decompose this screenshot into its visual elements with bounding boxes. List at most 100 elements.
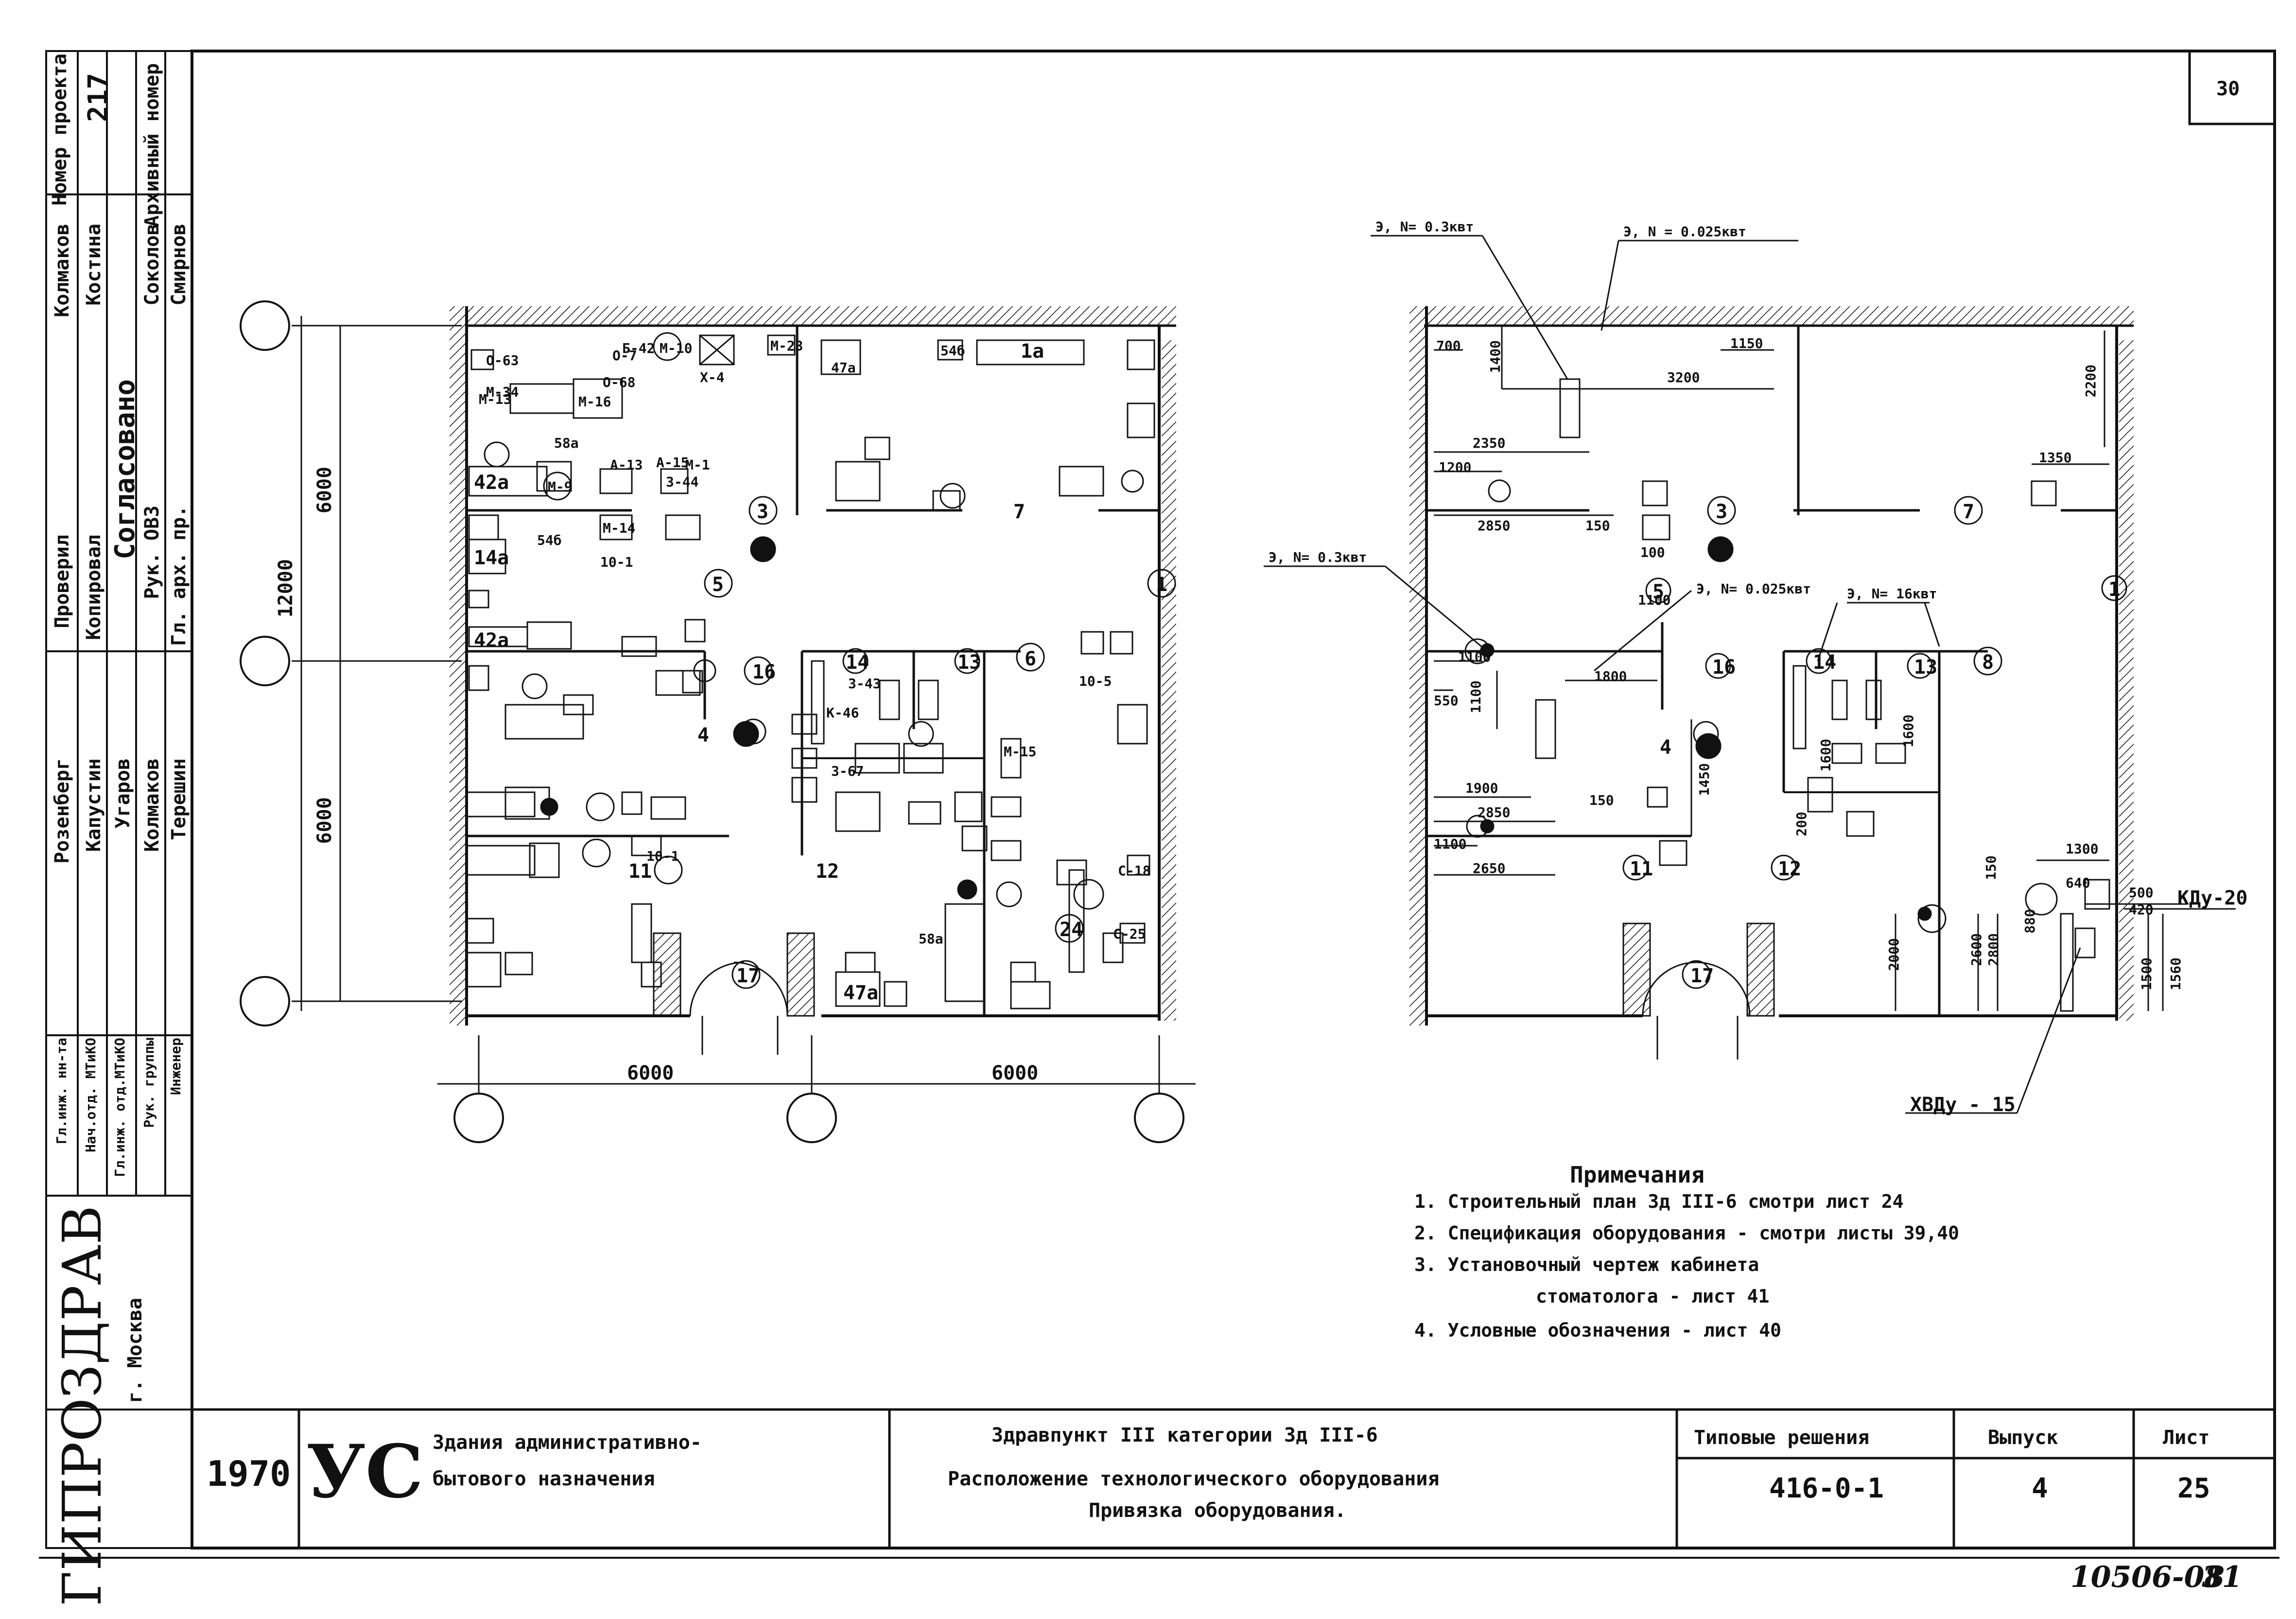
archive-handwritten-number: 10506-08: [2070, 1560, 2225, 1594]
right-plan: [1264, 235, 2236, 1114]
dim-value: 1600: [1818, 739, 1834, 772]
axis-marker-2: [240, 636, 290, 686]
dim-value: 150: [1585, 518, 1610, 534]
equip-label: М-14: [603, 520, 636, 536]
title-logo: УС: [306, 1429, 424, 1515]
stamp-approver-3: Соколов: [141, 224, 163, 306]
dim-value: 1100: [1468, 680, 1484, 714]
equip-label: С-25: [1113, 926, 1146, 942]
dim-value: 640: [2066, 875, 2090, 891]
note-5: 4. Условные обозначения - лист 40: [1414, 1320, 1781, 1341]
org-name: ГИПРОЗДРАВ: [51, 1205, 113, 1606]
sheet-frame: [191, 50, 2276, 1549]
room-number: 7: [1963, 501, 1975, 523]
title-building-type-1: Здания административно-: [433, 1431, 702, 1454]
stamp-archive-number: 217: [83, 73, 114, 122]
stamp-signer-5: Терешин: [168, 758, 190, 840]
title-project-1: Здравпункт III категории Зд III-6: [991, 1424, 1378, 1446]
room-number: 16: [752, 661, 776, 683]
stamp-signer-4: Колмаков: [141, 758, 163, 852]
equip-label: К-46: [826, 705, 859, 721]
stamp-approver-role-1: Рук. ОВЗ: [141, 505, 163, 599]
dim-value: 3200: [1667, 369, 1700, 385]
equip-label: О-68: [603, 374, 636, 390]
stamp-archive-header: Архивный номер: [141, 63, 163, 227]
room-number: 24: [1060, 919, 1083, 941]
room-number: 7: [1013, 501, 1026, 523]
equip-label: О-7: [612, 348, 637, 364]
equip-label: 54б: [537, 532, 562, 548]
dim-vertical-total: 12000: [275, 559, 297, 618]
dim-value: 420: [2129, 902, 2154, 918]
side-stamp: [45, 50, 193, 1549]
left-plan: [240, 300, 1196, 1143]
stamp-signer-2: Капустин: [83, 758, 105, 852]
org-city: г. Москва: [124, 1298, 146, 1403]
kdu-label: КДу-20: [2177, 887, 2248, 909]
stamp-approved-label: Согласовано: [109, 379, 141, 559]
dim-value: 2200: [2083, 365, 2099, 398]
dim-value: 1100: [1638, 592, 1671, 608]
power-label-2: Э, N = 0.025квт: [1623, 224, 1746, 240]
stamp-signer-1: Розенберг: [51, 758, 73, 864]
dim-value: 1560: [2168, 957, 2184, 991]
dim-value: 2000: [1886, 938, 1902, 971]
stamp-title-3: Гл.инж. отд.МТиКО: [112, 1038, 128, 1177]
equip-label: 14а: [474, 547, 509, 569]
room-number: 17: [1690, 965, 1714, 987]
axis-marker-4: [453, 1093, 504, 1143]
dim-value: 1500: [2139, 957, 2155, 991]
dim-value: 700: [1436, 338, 1461, 354]
sheet-number: 30: [2216, 78, 2240, 100]
title-sheet-label: Лист: [2163, 1427, 2210, 1449]
stamp-title-2: Нач.отд. МТиКО: [83, 1038, 99, 1153]
dim-vertical-top: 6000: [313, 467, 336, 514]
room-number: 17: [736, 965, 760, 987]
dim-value: 200: [1793, 812, 1809, 836]
note-1: 1. Строительный план Зд III-6 смотри лис…: [1414, 1191, 1904, 1212]
dim-value: 2350: [1473, 435, 1506, 451]
equip-label: 54б: [940, 343, 965, 359]
room-number: 5: [712, 574, 724, 596]
dim-value: 1450: [1696, 763, 1712, 796]
stamp-dept-label: Номер проекта: [49, 53, 71, 206]
dim-value: 1350: [2039, 450, 2072, 466]
title-typical-value: 416-0-1: [1769, 1473, 1884, 1504]
axis-marker-5: [786, 1093, 837, 1143]
dim-horizontal-right: 6000: [991, 1062, 1039, 1084]
stamp-signer-3: Угаров: [112, 758, 134, 829]
equip-label: М-9: [548, 479, 573, 495]
note-4: стоматолога - лист 41: [1536, 1286, 1770, 1307]
equip-label: 42а: [474, 471, 509, 494]
dim-value: 1300: [2066, 841, 2099, 857]
room-number: 16: [1712, 656, 1736, 679]
equip-label: С-18: [1118, 863, 1151, 879]
stamp-role-copied: Копировал: [83, 535, 105, 640]
dim-value: 550: [1434, 693, 1459, 709]
room-number: 1: [1156, 574, 1168, 596]
room-number: 1: [2108, 578, 2121, 601]
dim-value: 2600: [1968, 933, 1984, 966]
dim-value: 1100: [1458, 649, 1491, 665]
dim-value: 500: [2129, 885, 2154, 901]
equip-label: 1а: [1021, 340, 1044, 363]
stamp-approver-2: Костина: [83, 224, 105, 306]
equip-label: 3-43: [848, 676, 881, 692]
stamp-title-1: Гл.инж. нн-та: [53, 1038, 70, 1145]
dim-value: 1100: [1434, 836, 1467, 852]
axis-marker-1: [240, 300, 290, 351]
dim-value: 1400: [1487, 340, 1503, 373]
equip-label: 3-67: [831, 763, 864, 779]
equip-label: А-15: [656, 454, 689, 470]
title-sheet-value: 25: [2177, 1473, 2210, 1504]
equip-label: 47а: [843, 982, 879, 1004]
sheet-number-box: [2188, 50, 2276, 125]
room-number: 14: [846, 651, 870, 674]
equip-label: М-23: [770, 338, 803, 354]
title-issue-label: Выпуск: [1988, 1427, 2058, 1449]
notes-title: Примечания: [1570, 1162, 1705, 1188]
equip-label: 58а: [554, 435, 579, 451]
equip-label: 58а: [919, 931, 943, 947]
equip-label: Б-42: [622, 340, 655, 356]
dim-value: 2850: [1478, 518, 1511, 534]
